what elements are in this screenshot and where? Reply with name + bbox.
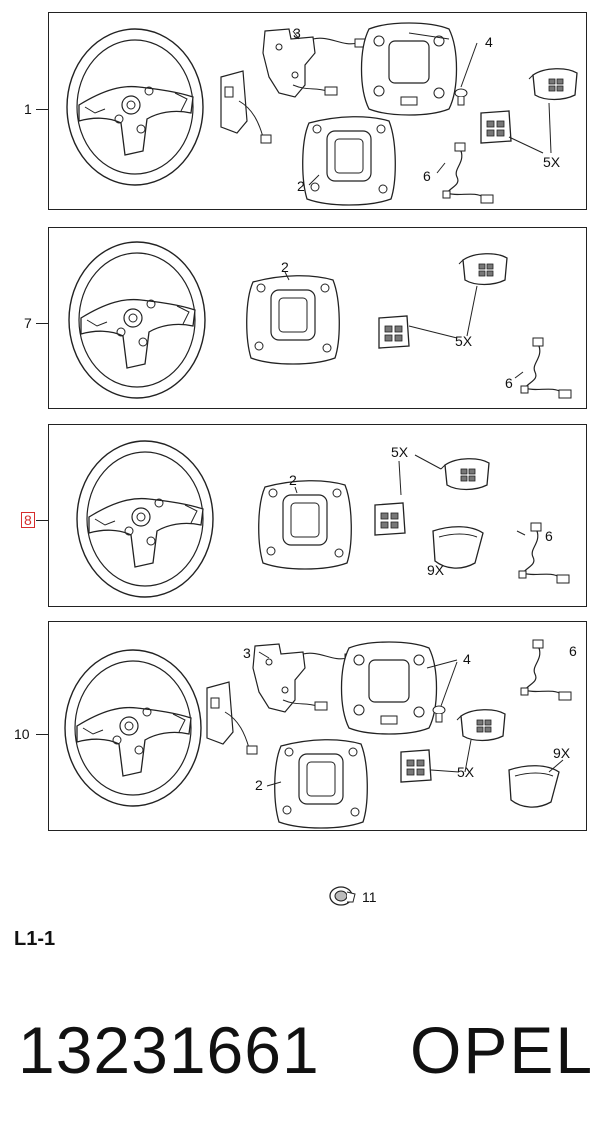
wiring-harness-icon — [520, 337, 572, 399]
switch-module-icon — [528, 68, 578, 101]
callout-6: 6 — [569, 643, 577, 659]
trim-cover-icon — [274, 739, 368, 829]
row-number-10[interactable]: 10 — [14, 726, 30, 742]
brand-name: OPEL — [410, 1013, 595, 1087]
screw-icon — [454, 88, 468, 106]
switch-module-icon — [456, 709, 506, 742]
control-bezel-icon — [360, 22, 458, 116]
switch-module-icon — [400, 749, 432, 783]
callout-11: 11 — [362, 889, 377, 905]
control-bezel-icon — [340, 641, 438, 735]
assembly-panel-1[interactable]: 3 4 2 6 5X — [48, 12, 587, 210]
screw-icon — [432, 705, 446, 723]
row-tick-10 — [36, 734, 48, 735]
callout-5x: 5X — [391, 444, 409, 460]
switch-module-icon — [374, 502, 406, 536]
steering-wheel-icon — [76, 440, 214, 598]
callout-6: 6 — [423, 168, 431, 184]
row-tick-7 — [36, 323, 48, 324]
callout-9x: 9X — [553, 745, 571, 761]
callout-5x: 5X — [543, 154, 561, 170]
trim-cover-icon — [302, 116, 396, 206]
row-number-7[interactable]: 7 — [24, 315, 32, 331]
trim-bracket-icon — [220, 70, 272, 144]
row-tick-1 — [36, 109, 48, 110]
row-number-8[interactable]: 8 — [21, 512, 35, 528]
callout-2: 2 — [297, 178, 305, 194]
switch-module-icon — [458, 253, 508, 286]
trim-cover-icon — [246, 275, 340, 365]
trim-cover-icon — [258, 480, 352, 570]
callout-3: 3 — [243, 645, 251, 661]
switch-module-icon — [480, 110, 512, 144]
callout-4: 4 — [485, 34, 493, 50]
assembly-panel-7[interactable]: 2 5X 6 — [48, 227, 587, 409]
callout-6: 6 — [545, 528, 553, 544]
wiring-harness-icon — [518, 522, 570, 584]
push-clip-icon — [329, 886, 356, 906]
callout-2: 2 — [255, 777, 263, 793]
trim-bracket-icon — [206, 681, 258, 755]
callout-5x: 5X — [457, 764, 475, 780]
steering-wheel-icon — [68, 241, 206, 399]
callout-9x: 9X — [427, 562, 445, 578]
switch-module-icon — [378, 315, 410, 349]
callout-5x: 5X — [455, 333, 473, 349]
switch-module-icon — [440, 458, 490, 491]
steering-wheel-icon — [64, 649, 202, 807]
callout-3: 3 — [293, 25, 301, 41]
part-number: 13231661 — [18, 1013, 320, 1087]
assembly-panel-8[interactable]: 5X 2 6 9X — [48, 424, 587, 607]
wiring-harness-icon — [262, 28, 368, 98]
wiring-harness-icon — [520, 639, 572, 701]
callout-2: 2 — [289, 472, 297, 488]
callout-2: 2 — [281, 259, 289, 275]
assembly-panel-10[interactable]: 3 4 6 9X 5X 2 — [48, 621, 587, 831]
callout-4: 4 — [463, 651, 471, 667]
callout-6: 6 — [505, 375, 513, 391]
button-cover-icon — [508, 765, 560, 808]
row-number-1[interactable]: 1 — [24, 101, 32, 117]
row-tick-8 — [36, 520, 48, 521]
section-code: L1-1 — [14, 928, 56, 950]
wiring-harness-icon — [442, 142, 494, 204]
steering-wheel-icon — [66, 28, 204, 186]
